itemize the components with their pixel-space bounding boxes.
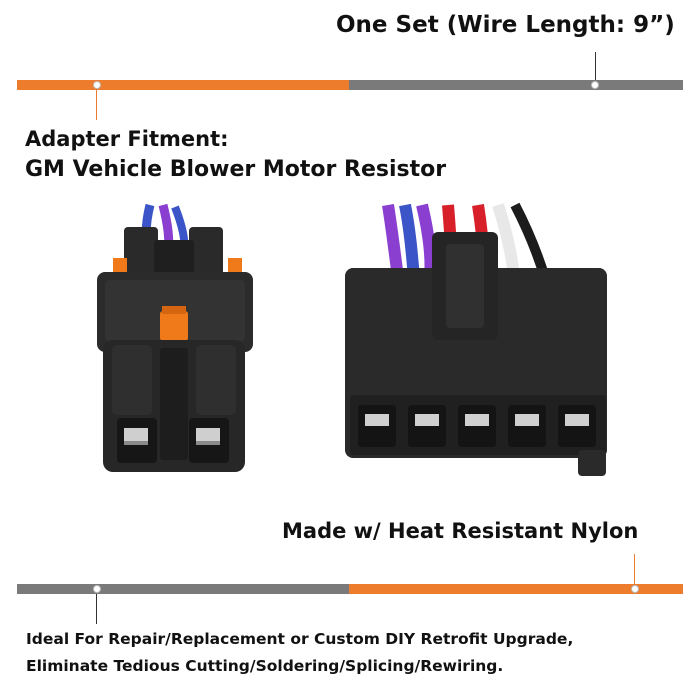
right-connector [345,232,607,476]
bottom-bar-marker-left [93,585,101,593]
fitment-vehicle: GM Vehicle Blower Motor Resistor [25,157,447,182]
top-bar-gray [349,80,683,90]
fitment-label: Adapter Fitment: [25,127,229,151]
top-bar-orange [17,80,349,90]
bottom-bar-marker-right [631,585,639,593]
top-bar-marker-left [93,81,101,89]
bottom-bar-orange [349,584,683,594]
top-bar-stem-left [96,90,97,120]
footer-line-2: Eliminate Tedious Cutting/Soldering/Spli… [26,657,504,675]
left-connector [97,227,253,472]
bottom-bar-stem-right [634,554,635,584]
material-label: Made w/ Heat Resistant Nylon [282,519,639,543]
footer-line-1: Ideal For Repair/Replacement or Custom D… [26,630,574,648]
bottom-bar-gray [17,584,349,594]
top-bar-stem-right [595,52,596,80]
title-wire-length: One Set (Wire Length: 9”) [336,12,675,38]
top-bar-marker-right [591,81,599,89]
bottom-bar-stem-left [96,594,97,624]
